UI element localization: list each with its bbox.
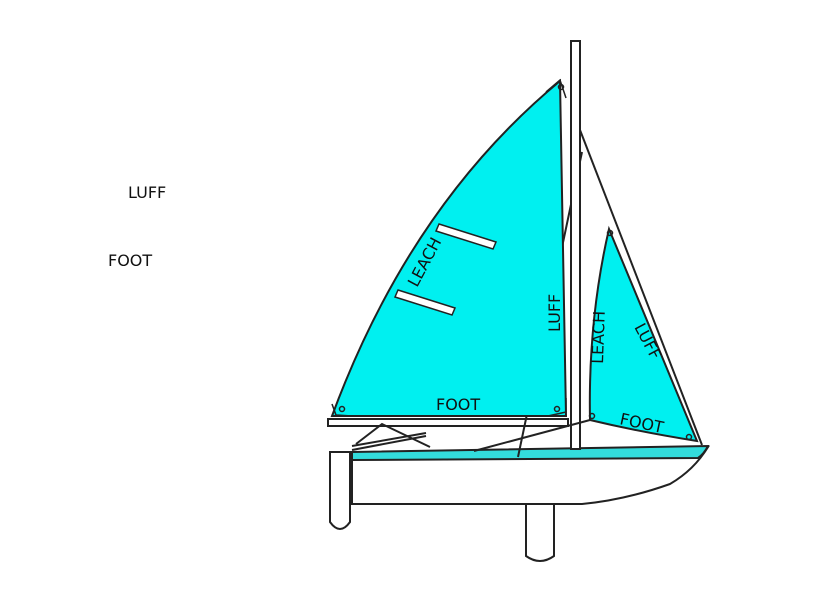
jib-sheet [473,419,591,452]
rudder [329,451,351,530]
centerboard [525,489,555,562]
boom [327,418,569,427]
mainsail [330,78,568,417]
luff-label: LUFF [128,183,167,202]
mainsail-luff-label: LUFF [545,294,564,332]
foot-label: FOOT [108,251,153,270]
jib-leach-label: LEACH [588,311,609,365]
jib [588,225,699,443]
tiller [351,422,431,451]
forestay [579,129,703,446]
mast [570,40,581,450]
battens [393,223,498,316]
jib-corners [588,229,693,441]
mainsail-corners [331,78,567,417]
hull-stripe [351,444,710,462]
mainsail-foot-label: FOOT [436,395,480,414]
hull [351,445,710,505]
